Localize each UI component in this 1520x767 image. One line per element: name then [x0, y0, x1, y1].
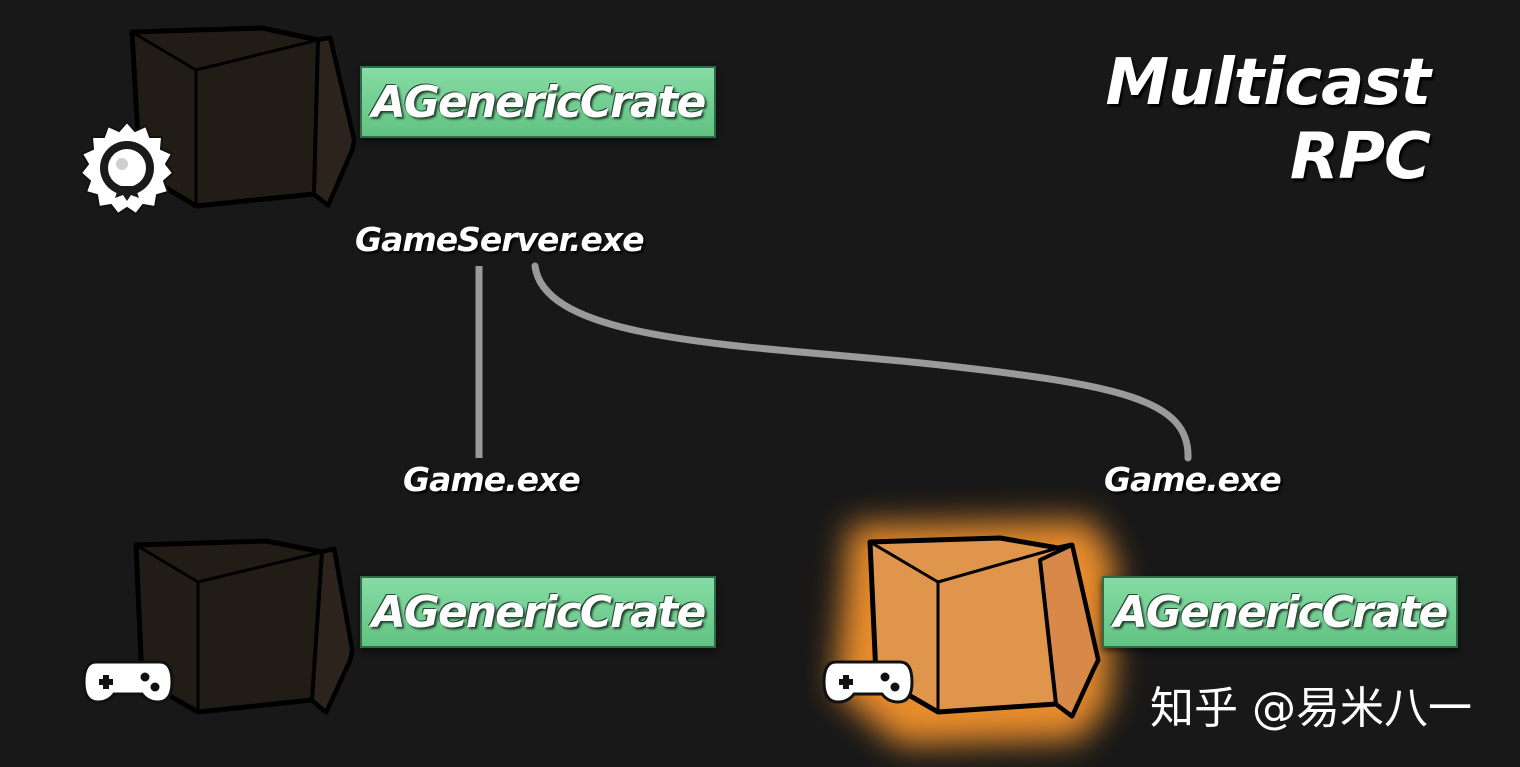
client-2-crate-tag: AGenericCrate: [1102, 576, 1458, 648]
server-label: GameServer.exe: [355, 220, 644, 259]
client-1-crate-tag: AGenericCrate: [360, 576, 716, 648]
connector-server-client-2: [535, 266, 1188, 458]
gamepad-icon: [84, 662, 172, 702]
server-crate-tag: AGenericCrate: [360, 66, 716, 138]
page-title: Multicast RPC: [1010, 46, 1430, 194]
client-1-label: Game.exe: [403, 460, 580, 499]
watermark: 知乎 @易米八一: [1150, 672, 1472, 736]
client-2-label: Game.exe: [1104, 460, 1281, 499]
